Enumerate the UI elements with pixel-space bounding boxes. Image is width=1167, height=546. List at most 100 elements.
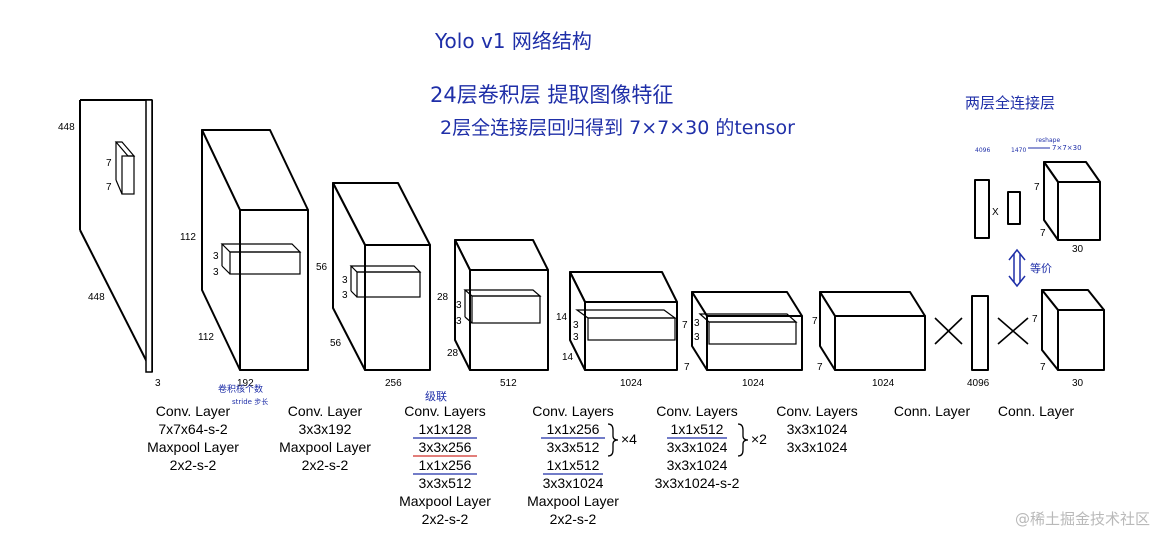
caption-line: 1x1x512 <box>547 457 600 473</box>
caption-brace-icon <box>737 423 749 457</box>
caption-line: 3x3x1024 <box>787 421 848 437</box>
block4-kernel-h: 3 <box>573 320 579 331</box>
caption-line: Maxpool Layer <box>279 439 371 455</box>
feature-block-2 <box>332 182 431 371</box>
caption-title: Conv. Layers <box>532 403 613 419</box>
fc-sketch-output-block <box>1043 161 1101 241</box>
caption-line: 2x2-s-2 <box>170 457 217 473</box>
input-image-block <box>79 99 153 373</box>
caption-line: 3x3x512 <box>547 439 600 455</box>
equivalence-arrow-icon <box>1008 248 1026 288</box>
caption-line: 1x1x512 <box>671 421 724 437</box>
fc-sketch-w-label: 7 <box>1040 228 1046 239</box>
block5-height-label: 7 <box>682 320 688 331</box>
caption-repeat: ×2 <box>751 431 767 447</box>
block5-kernel-w: 3 <box>694 332 700 343</box>
input-width-label: 448 <box>88 292 105 303</box>
caption-line: Maxpool Layer <box>527 493 619 509</box>
block1-width-label: 112 <box>198 332 214 343</box>
feature-block-1 <box>201 129 309 371</box>
block1-kernel-h: 3 <box>213 251 219 262</box>
caption-brace-icon <box>607 423 619 457</box>
caption-line: 3x3x1024 <box>543 475 604 491</box>
caption-title: Conn. Layer <box>998 403 1075 419</box>
output-width-label: 7 <box>1040 362 1046 373</box>
output-height-label: 7 <box>1032 314 1038 325</box>
feature-block-4 <box>569 271 678 371</box>
fc-sketch-1470: 1470 <box>1011 147 1026 154</box>
fc-sketch-4096: 4096 <box>975 147 990 154</box>
fc-vector-4096 <box>971 295 989 371</box>
fc-connector-2 <box>997 317 1029 345</box>
block5-kernel-h: 3 <box>694 318 700 329</box>
fc-sketch-vector-a <box>974 179 990 239</box>
block3-kernel-w: 3 <box>456 316 462 327</box>
caption-line: Maxpool Layer <box>147 439 239 455</box>
caption-line: 3x3x1024-s-2 <box>655 475 740 491</box>
annotation-line1: 24层卷积层 提取图像特征 <box>430 83 673 107</box>
block4-width-label: 14 <box>562 352 574 363</box>
caption-1: Conv. Layer 7x7x64-s-2 Maxpool Layer 2x2… <box>147 403 239 473</box>
fc-sketch-result: 7×7×30 <box>1052 144 1082 152</box>
caption-line: Maxpool Layer <box>399 493 491 509</box>
caption-line: 3x3x1024 <box>787 439 848 455</box>
feature-block-3 <box>454 239 549 371</box>
watermark: @稀土掘金技术社区 <box>1015 510 1150 528</box>
caption-line: 2x2-s-2 <box>550 511 597 527</box>
block5-channel-label: 1024 <box>742 378 765 389</box>
caption-title: Conv. Layers <box>656 403 737 419</box>
caption-title: Conv. Layer <box>288 403 363 419</box>
input-kernel-w: 7 <box>106 182 112 193</box>
annotation-stride: stride 步长 <box>232 397 268 406</box>
annotation-kernel-count: 卷积核个数 <box>218 383 263 395</box>
block1-height-label: 112 <box>180 232 196 243</box>
input-kernel-h: 7 <box>106 158 112 169</box>
block3-channel-label: 512 <box>500 378 517 389</box>
feature-block-6 <box>819 291 926 371</box>
caption-3: Conv. Layers 1x1x128 3x3x256 1x1x256 3x3… <box>399 403 491 527</box>
input-channel-label: 3 <box>155 378 161 389</box>
caption-line: 1x1x128 <box>419 421 472 437</box>
caption-line: 1x1x256 <box>547 421 600 437</box>
block6-width-label: 7 <box>817 362 823 373</box>
output-channel-label: 30 <box>1072 378 1084 389</box>
fc-sketch-reshape: reshape <box>1036 137 1060 144</box>
caption-line: 7x7x64-s-2 <box>158 421 227 437</box>
caption-line: 1x1x256 <box>419 457 472 473</box>
block2-channel-label: 256 <box>385 378 402 389</box>
fc-sketch-vector-b <box>1007 191 1021 225</box>
block3-height-label: 28 <box>437 292 449 303</box>
caption-line: 3x3x192 <box>299 421 352 437</box>
fc-sketch-h-label: 7 <box>1034 182 1040 193</box>
block6-channel-label: 1024 <box>872 378 895 389</box>
caption-title: Conv. Layer <box>156 403 231 419</box>
block2-width-label: 56 <box>330 338 342 349</box>
annotation-title: Yolo v1 网络结构 <box>434 29 592 53</box>
block2-height-label: 56 <box>316 262 328 273</box>
caption-title: Conv. Layers <box>404 403 485 419</box>
caption-repeat: ×4 <box>621 431 637 447</box>
annotation-fc-note: 两层全连接层 <box>965 94 1055 112</box>
block2-kernel-h: 3 <box>342 275 348 286</box>
fc-sketch-c-label: 30 <box>1072 244 1084 255</box>
caption-7: Conn. Layer <box>894 403 971 419</box>
equivalence-label: 等价 <box>1030 261 1052 275</box>
block2-kernel-w: 3 <box>342 290 348 301</box>
fc-size-label: 4096 <box>967 378 990 389</box>
fc-sketch-cross: X <box>992 207 999 218</box>
caption-title: Conv. Layers <box>776 403 857 419</box>
caption-8: Conn. Layer <box>998 403 1075 419</box>
caption-6: Conv. Layers 3x3x1024 3x3x1024 <box>776 403 857 455</box>
output-tensor-block <box>1041 289 1105 371</box>
fc-connector-1 <box>934 317 963 345</box>
caption-line: 3x3x256 <box>419 439 472 455</box>
block4-kernel-w: 3 <box>573 332 579 343</box>
caption-line: 3x3x1024 <box>667 439 728 455</box>
block4-height-label: 14 <box>556 312 568 323</box>
block3-kernel-h: 3 <box>456 300 462 311</box>
annotation-line2: 2层全连接层回归得到 7×7×30 的tensor <box>440 117 795 139</box>
feature-block-5 <box>691 291 803 371</box>
caption-line: 3x3x512 <box>419 475 472 491</box>
block5-width-label: 7 <box>684 362 690 373</box>
caption-line: 2x2-s-2 <box>422 511 469 527</box>
